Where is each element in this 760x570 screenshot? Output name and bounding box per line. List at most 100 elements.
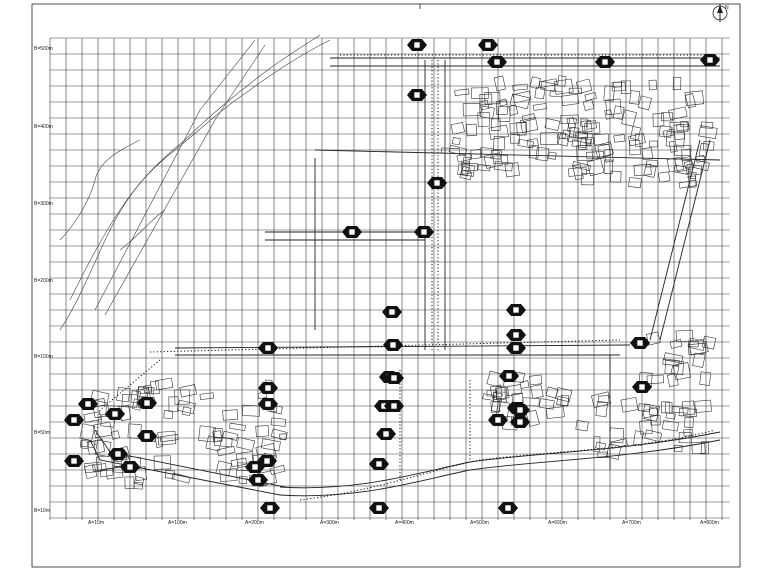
building-outline [669, 339, 683, 349]
building-outline [540, 81, 556, 93]
building-outline [538, 78, 558, 89]
building-outline [105, 466, 124, 480]
building-outline [176, 399, 196, 415]
building-outline [675, 329, 694, 342]
building-outline [159, 434, 179, 443]
building-outline [688, 338, 709, 356]
building-outline [703, 141, 715, 151]
building-outline [595, 400, 608, 418]
building-outline [79, 439, 96, 449]
building-outline [649, 140, 658, 148]
building-outline [229, 422, 246, 432]
x-axis-label: A=200m [245, 520, 264, 526]
building-outline [628, 177, 642, 189]
building-outline [222, 409, 239, 421]
building-outline [663, 352, 684, 364]
building-outline [661, 112, 673, 122]
building-outline [645, 160, 658, 168]
building-outline [591, 391, 612, 409]
building-outline [555, 387, 573, 403]
building-outline [238, 475, 248, 484]
building-outline [498, 106, 511, 122]
building-outline [526, 138, 539, 148]
building-outline [479, 93, 493, 106]
building-outline [270, 417, 287, 427]
section-marker-icon [632, 381, 652, 393]
building-outline [462, 156, 471, 165]
building-outline [110, 430, 120, 440]
north-arrow-icon: N [712, 4, 729, 22]
building-outline [684, 90, 705, 106]
section-marker-icon [257, 455, 277, 467]
building-outline [620, 397, 639, 413]
building-outline [567, 166, 588, 177]
section-marker-icon [384, 372, 404, 384]
y-axis-label: B=300m [34, 201, 53, 207]
building-outline [688, 175, 697, 188]
building-outline [516, 121, 527, 136]
building-outline [456, 152, 472, 163]
building-outline [230, 457, 248, 468]
section-marker-icon [258, 398, 278, 410]
north-arrow-label: N [725, 5, 729, 11]
building-outline [461, 162, 478, 172]
building-outline [702, 335, 717, 350]
building-outline [470, 148, 483, 160]
building-outline [560, 394, 570, 406]
section-marker-icon [258, 382, 278, 394]
building-outline [553, 78, 574, 95]
building-outline [568, 87, 583, 95]
section-marker-icon [427, 177, 447, 189]
building-outline [671, 406, 689, 414]
building-outline [633, 430, 644, 446]
building-outline [605, 443, 622, 460]
building-outline [242, 404, 261, 417]
y-axis-label: B=200m [34, 278, 53, 284]
building-outline [471, 87, 489, 99]
building-outline [673, 124, 685, 141]
building-outline [482, 393, 496, 401]
building-outline [512, 90, 532, 104]
building-outline [510, 134, 521, 144]
section-marker-icon [137, 397, 157, 409]
section-marker-icon [369, 458, 389, 470]
building-outline [137, 386, 155, 395]
building-outline [584, 122, 601, 135]
building-outline [490, 118, 501, 131]
building-outline [610, 438, 628, 449]
building-outline [698, 142, 709, 158]
building-outline [597, 451, 609, 459]
building-outline [668, 106, 688, 121]
building-outline [535, 146, 549, 162]
building-outline [489, 384, 503, 399]
building-outline [612, 105, 625, 120]
x-axis-label: A=600m [548, 520, 567, 526]
building-outline [637, 95, 652, 111]
building-outline [633, 163, 652, 177]
building-outline [694, 399, 712, 413]
building-outline [219, 468, 238, 482]
building-outline [581, 119, 593, 134]
building-outline [580, 138, 591, 147]
section-marker-icon [498, 502, 518, 514]
building-outline [260, 438, 281, 452]
building-outline [638, 403, 651, 413]
building-outline [90, 389, 110, 404]
section-marker-icon [499, 370, 519, 382]
building-outline [222, 430, 239, 441]
section-marker-icon [64, 414, 84, 426]
building-outline [575, 419, 589, 432]
building-outline [199, 392, 215, 400]
building-outline [255, 425, 270, 438]
building-outline [698, 125, 718, 140]
building-outline [279, 433, 287, 440]
building-outline [586, 158, 605, 177]
section-marker-icon [382, 306, 402, 318]
building-outline [620, 80, 631, 95]
building-outline [597, 395, 610, 404]
building-outline [593, 133, 610, 146]
sheet-border [31, 3, 741, 568]
building-outline [580, 118, 588, 127]
building-outline [454, 88, 470, 96]
building-outline [505, 384, 523, 397]
